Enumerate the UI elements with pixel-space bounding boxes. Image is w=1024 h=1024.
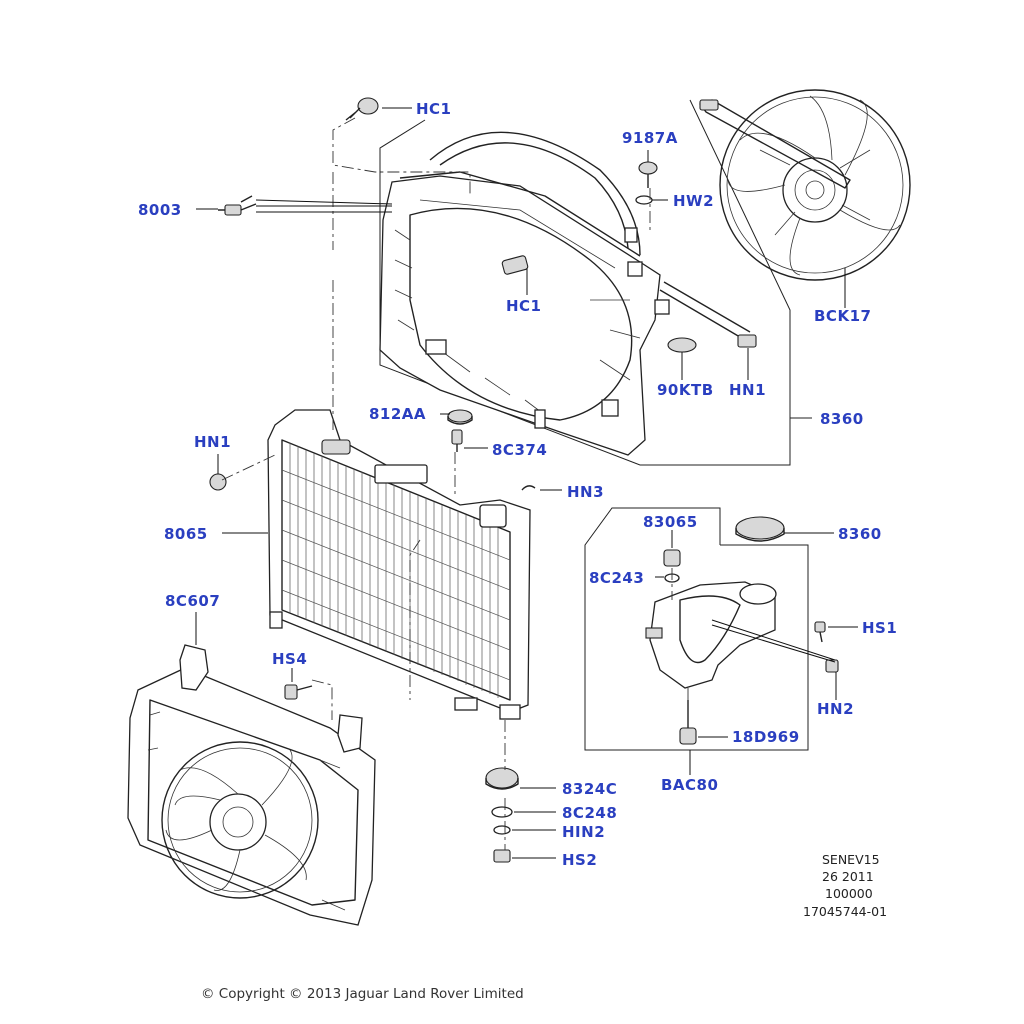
copyright-notice: © Copyright © 2013 Jaguar Land Rover Lim…: [201, 986, 524, 1002]
callout-hs4: HS4: [272, 650, 307, 668]
sensor-8003: [218, 195, 257, 216]
ref-line-2: 26 2011: [822, 869, 874, 884]
callout-8c248: 8C248: [562, 804, 617, 822]
ref-line-4: 17045744-01: [803, 904, 887, 919]
callout-8324c: 8324C: [562, 780, 617, 798]
callout-83065: 83065: [643, 513, 698, 531]
callout-8c243: 8C243: [589, 569, 644, 587]
callout-labels: HC1 9187A 8003 HW2 HC1 BCK17 90KTB HN1 8…: [138, 100, 897, 869]
callout-bac80: BAC80: [661, 776, 718, 794]
bolt-18d969: [679, 700, 697, 745]
bolt-9187a: [638, 161, 658, 188]
callout-8065: 8065: [164, 525, 208, 543]
bleed-screw-8c374: [451, 429, 463, 452]
bolt-hs2: [493, 849, 511, 863]
nut-hn2-right: [825, 659, 839, 673]
callout-hs2: HS2: [562, 851, 597, 869]
leader-lines: [195, 107, 858, 859]
callout-bck17: BCK17: [814, 307, 871, 325]
callout-hn3: HN3: [567, 483, 604, 501]
callout-hc1-mid: HC1: [506, 297, 542, 315]
callout-hin2-bottom: HIN2: [562, 823, 605, 841]
callout-812aa: 812AA: [369, 405, 426, 423]
callout-8c607: 8C607: [165, 592, 220, 610]
electric-fan-top: [659, 89, 911, 348]
callout-9187a: 9187A: [622, 129, 678, 147]
callout-hs1: HS1: [862, 619, 897, 637]
ref-line-3: 100000: [825, 886, 873, 901]
nut-hin2-bottom: [493, 825, 511, 835]
bolt-hs4: [284, 684, 313, 700]
lower-fan-assembly: [127, 644, 376, 926]
radiator: [267, 409, 531, 720]
clip-hn3: [521, 485, 536, 491]
nut-hn1-left: [209, 473, 227, 491]
cap-812aa: [447, 409, 473, 425]
callout-18d969: 18D969: [732, 728, 800, 746]
callout-hn1-right: HN1: [729, 381, 766, 399]
callout-hn1-left: HN1: [194, 433, 231, 451]
callout-hw2: HW2: [673, 192, 714, 210]
callout-8c374: 8C374: [492, 441, 547, 459]
ref-line-1: SENEV15: [822, 852, 880, 867]
bolt-hs1: [814, 621, 826, 643]
drain-8324c: [485, 767, 519, 790]
callout-90ktb: 90KTB: [657, 381, 714, 399]
assembly-lines: [221, 117, 689, 850]
callout-hc1-top: HC1: [416, 100, 452, 118]
callout-8003: 8003: [138, 201, 182, 219]
callout-8360-top: 8360: [820, 410, 864, 428]
coolant-outlet-housing: [645, 516, 785, 689]
washer-8c248: [491, 806, 513, 818]
fan-shroud-upper: [379, 131, 670, 456]
group-frame-8360-top: [379, 99, 812, 466]
callout-8360-mid: 8360: [838, 525, 882, 543]
fastener-hc1-top: [345, 97, 379, 121]
reference-block: SENEV15 26 2011 100000 17045744-01: [803, 852, 887, 919]
callout-hn2-right: HN2: [817, 700, 854, 718]
group-frame-reservoir: [584, 507, 809, 751]
fitting-83065: [663, 549, 681, 567]
grommet-90ktb: [667, 337, 697, 353]
